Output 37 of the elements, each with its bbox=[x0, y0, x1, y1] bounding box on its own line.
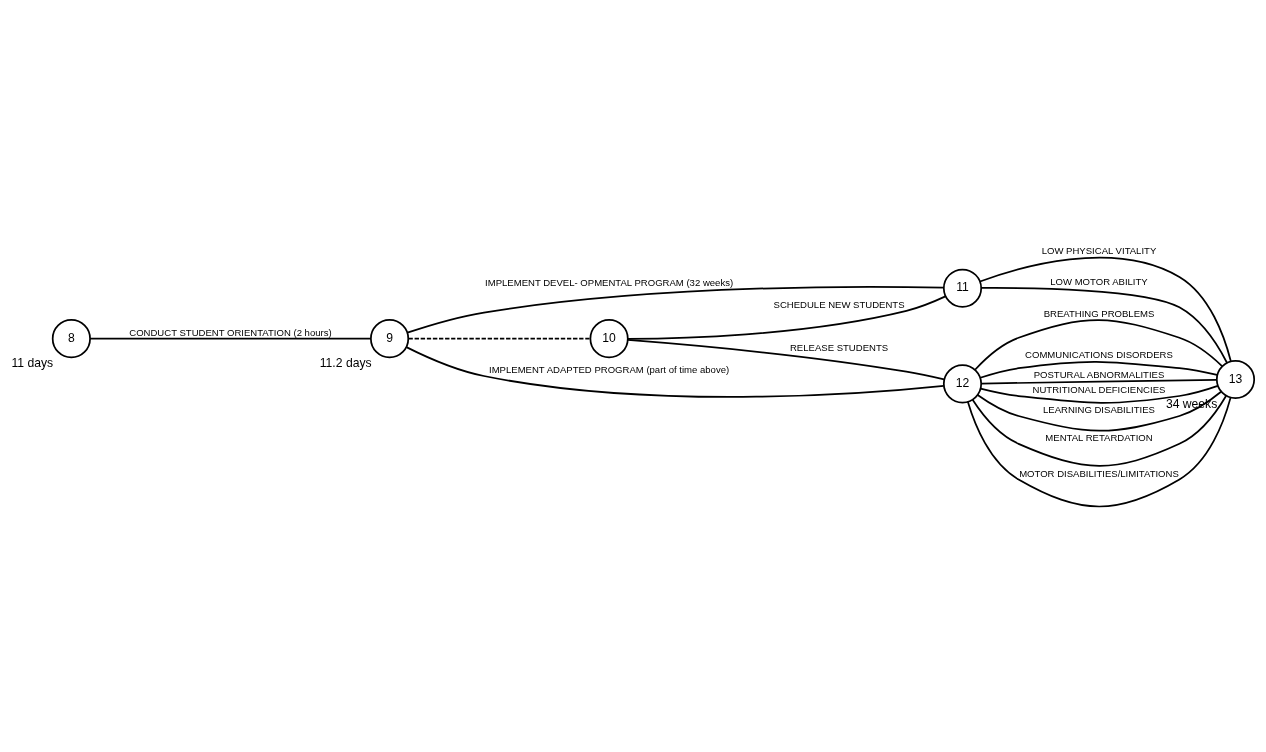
node-circle: 12 bbox=[942, 363, 983, 403]
connector bbox=[407, 337, 592, 339]
edge-label: SCHEDULE NEW STUDENTS bbox=[773, 298, 905, 310]
connector bbox=[979, 360, 1218, 379]
edge-label: LOW MOTOR ABILITY bbox=[1050, 275, 1148, 287]
connector bbox=[966, 396, 1232, 507]
edge-label: LEARNING DISABILITIES bbox=[1043, 403, 1155, 415]
edge-label: MENTAL RETARDATION bbox=[1045, 431, 1153, 443]
node-label: 11.2 days bbox=[319, 355, 372, 370]
connector bbox=[406, 285, 945, 334]
connector bbox=[974, 318, 1223, 371]
connector bbox=[980, 378, 1218, 384]
connector bbox=[979, 384, 1219, 404]
connector bbox=[979, 256, 1232, 362]
edge-label: POSTURAL ABNORMALITIES bbox=[1033, 368, 1165, 380]
edge-label: RELEASE STUDENTS bbox=[789, 341, 889, 353]
connector bbox=[405, 345, 945, 398]
node-circle: 10 bbox=[589, 318, 629, 358]
connector bbox=[980, 286, 1228, 364]
node-circle: 8 bbox=[51, 318, 91, 358]
edge-label: COMMUNICATIONS DISORDERS bbox=[1025, 348, 1173, 360]
node-circle: 9 bbox=[370, 318, 410, 358]
connector bbox=[89, 337, 372, 339]
node-circle: 11 bbox=[942, 268, 983, 308]
node-label: 11 days bbox=[11, 355, 54, 370]
edge-label: BREATHING PROBLEMS bbox=[1043, 307, 1155, 319]
edge-label: LOW PHYSICAL VITALITY bbox=[1041, 244, 1157, 256]
node-circle: 13 bbox=[1215, 359, 1256, 399]
connector bbox=[976, 390, 1222, 432]
connector bbox=[626, 338, 945, 380]
connector bbox=[627, 295, 947, 340]
edge-label: IMPLEMENT DEVEL- OPMENTAL PROGRAM (32 weeks) bbox=[485, 276, 734, 288]
edge-label: IMPLEMENT ADAPTED PROGRAM (part of time above) bbox=[489, 363, 730, 375]
connector bbox=[971, 394, 1227, 467]
edge-label: NUTRITIONAL DEFICIENCIES bbox=[1032, 383, 1166, 395]
edge-label: MOTOR DISABILITIES/LIMITATIONS bbox=[1019, 467, 1179, 479]
edge-label: CONDUCT STUDENT ORIENTATION (2 hours) bbox=[129, 326, 332, 338]
